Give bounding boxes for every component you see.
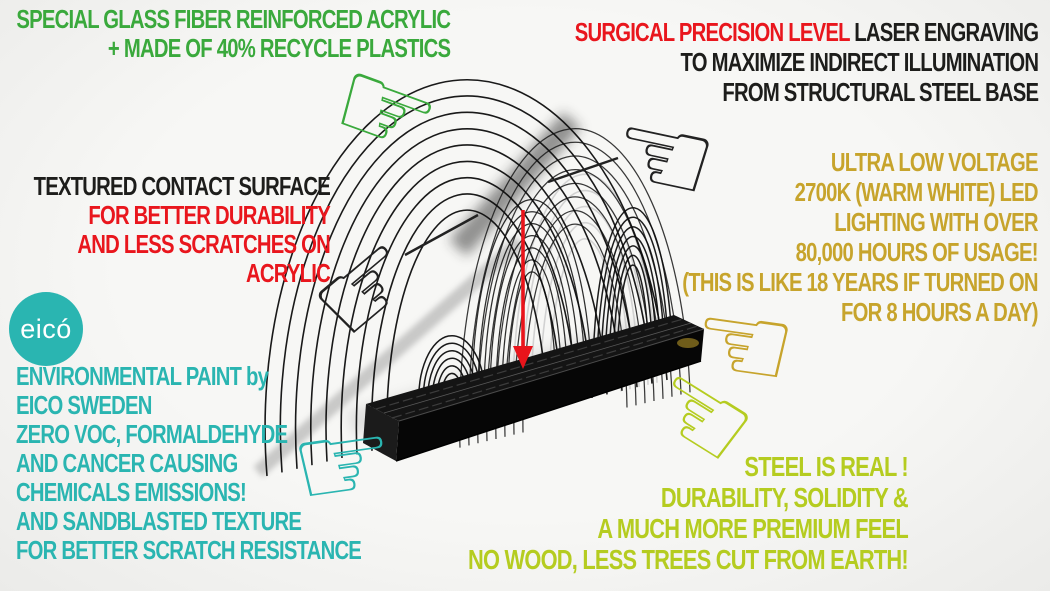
- callout-line: AND SANDBLASTED TEXTURE: [16, 506, 302, 536]
- callout-line: ACRYLIC: [246, 258, 331, 288]
- callout-line: AND LESS SCRATCHES ON: [77, 229, 330, 259]
- pointer-stick-right: [547, 156, 619, 184]
- callout-line: ENVIRONMENTAL PAINT by: [16, 361, 269, 391]
- callout-acrylic: SPECIAL GLASS FIBER REINFORCED ACRYLIC +…: [16, 4, 451, 63]
- callout-line: TEXTURED CONTACT SURFACE: [33, 171, 331, 201]
- callout-line: EICO SWEDEN: [16, 390, 152, 420]
- callout-line: SPECIAL GLASS FIBER REINFORCED ACRYLIC: [16, 4, 451, 34]
- eico-logo: eicó: [9, 292, 83, 366]
- callout-line: A MUCH MORE PREMIUM FEEL: [597, 513, 908, 544]
- callout-line: + MADE OF 40% RECYCLE PLASTICS: [107, 33, 451, 63]
- callout-line: LIGHTING WITH OVER: [834, 207, 1039, 237]
- callout-line: 2700K (WARM WHITE) LED: [794, 177, 1039, 207]
- callout-line: AND CANCER CAUSING: [16, 448, 238, 478]
- callout-line: FOR BETTER DURABILITY: [88, 200, 330, 230]
- pointer-stick-left: [404, 213, 479, 257]
- eico-logo-text: eicó: [20, 313, 72, 344]
- callout-line: ZERO VOC, FORMALDEHYDE: [16, 419, 288, 449]
- callout-line: ULTRA LOW VOLTAGE: [831, 147, 1039, 177]
- callout-line: FROM STRUCTURAL STEEL BASE: [722, 77, 1039, 107]
- callout-highlight: SURGICAL PRECISION LEVEL: [574, 17, 850, 47]
- callout-led-lighting: ULTRA LOW VOLTAGE 2700K (WARM WHITE) LED…: [682, 147, 1039, 327]
- callout-line: FOR BETTER SCRATCH RESISTANCE: [16, 535, 362, 565]
- callout-line: DURABILITY, SOLIDITY &: [661, 482, 909, 513]
- callout-laser-engraving: SURGICAL PRECISION LEVEL LASER ENGRAVING…: [574, 17, 1039, 107]
- callout-contact-surface: TEXTURED CONTACT SURFACE FOR BETTER DURA…: [33, 171, 331, 288]
- callout-line-rest: LASER ENGRAVING: [849, 17, 1039, 47]
- callout-line: SURGICAL PRECISION LEVEL LASER ENGRAVING: [574, 17, 1039, 47]
- callout-line: 80,000 HOURS OF USAGE!: [795, 237, 1039, 267]
- callout-line: CHEMICALS EMISSIONS!: [16, 477, 247, 507]
- callout-environmental-paint: ENVIRONMENTAL PAINT by EICO SWEDEN ZERO …: [16, 361, 362, 565]
- callout-line: STEEL IS REAL !: [744, 451, 909, 482]
- callout-line: NO WOOD, LESS TREES CUT FROM EARTH!: [468, 544, 909, 575]
- callout-steel-base: STEEL IS REAL ! DURABILITY, SOLIDITY & A…: [468, 451, 909, 575]
- steel-base: [363, 315, 705, 462]
- callout-line: TO MAXIMIZE INDIRECT ILLUMINATION: [680, 47, 1038, 77]
- callout-line: FOR 8 HOURS A DAY): [841, 297, 1038, 327]
- red-arrow: [513, 210, 533, 369]
- callout-line: (THIS IS LIKE 18 YEARS IF TURNED ON: [682, 267, 1039, 297]
